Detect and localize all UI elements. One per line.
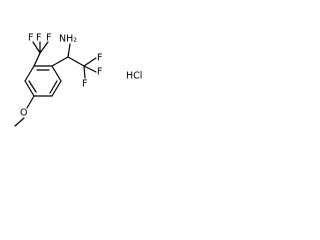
aromatic-inner-bond-2 <box>49 80 58 94</box>
bond-cf3-to-f-right-top <box>83 57 97 67</box>
fluorine-label: F <box>97 53 102 64</box>
ring-bond-2 <box>51 65 62 82</box>
ring-bond-3 <box>51 80 62 97</box>
bond-cf3-to-f-right-bottom <box>83 65 86 79</box>
bond-cf3-to-f-right-middle <box>83 65 97 73</box>
bond-ring-to-oxygen <box>26 95 35 109</box>
chemical-structure: F F F NH₂ F F F O HCl <box>14 33 142 127</box>
aromatic-inner-bond-3 <box>28 80 37 93</box>
bond-oxygen-to-methyl <box>14 117 25 127</box>
amine-label: NH₂ <box>59 34 77 45</box>
ring-bond-5 <box>24 80 35 97</box>
bond-ring-to-chiral-carbon <box>51 56 69 67</box>
oxygen-label: O <box>20 108 27 119</box>
bond-chiral-carbon-to-cf3 <box>67 56 85 67</box>
fluorine-label: F <box>36 33 41 44</box>
fluorine-label: F <box>82 79 87 90</box>
bond-chiral-carbon-to-amine <box>67 43 71 58</box>
ring-bond-6 <box>24 65 35 82</box>
trifluoromethyl-group-left: F F F <box>28 33 51 67</box>
trifluoromethyl-group-right: F F F <box>82 53 102 90</box>
fluorine-label: F <box>97 67 102 78</box>
fluorine-label: F <box>46 33 51 44</box>
bond-cf3-to-f-top-middle <box>32 41 41 54</box>
hydrochloride-label: HCl <box>126 71 142 82</box>
bond-cf3-to-f-top-right <box>39 41 49 54</box>
fluorine-label: F <box>28 33 33 44</box>
benzene-ring <box>24 65 62 97</box>
methoxy-group: O <box>14 95 35 127</box>
amine-side-chain: NH₂ <box>51 34 85 67</box>
bond-ring-to-cf3 <box>33 52 41 67</box>
